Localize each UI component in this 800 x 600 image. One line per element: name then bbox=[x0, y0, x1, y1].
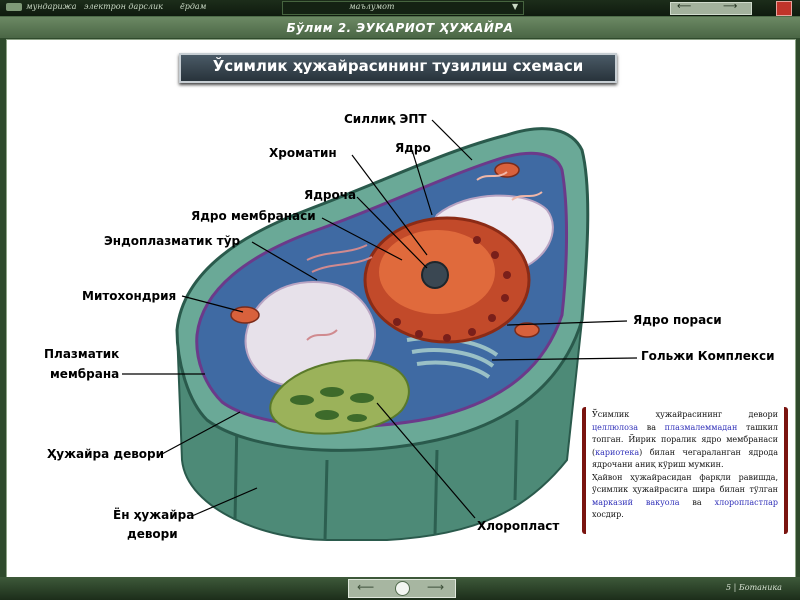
desc-text: ) билан чегараланган ядрода ядрочани ани… bbox=[592, 447, 778, 470]
label-plasma-membrane-2: мембрана bbox=[50, 367, 120, 381]
label-cell-wall: Ҳужайра девори bbox=[47, 447, 165, 461]
smooth-er bbox=[476, 171, 543, 201]
section-header: Бўлим 2. ЭУКАРИОТ ҲУЖАЙРА bbox=[0, 17, 800, 38]
label-endoplasmic-reticulum: Эндоплазматик тўр bbox=[104, 234, 241, 248]
nuclear-pores bbox=[393, 236, 511, 342]
home-icon[interactable] bbox=[395, 581, 410, 596]
arrow-right-icon[interactable]: ⟶ bbox=[427, 580, 445, 594]
desc-text: Ҳайвон ҳужайрасидан фарқли равишда, ўсим… bbox=[592, 472, 778, 495]
label-chromatin: Хроматин bbox=[269, 146, 337, 160]
arrow-left-icon[interactable]: ⟵ bbox=[357, 580, 375, 594]
desc-highlight: кариотека bbox=[595, 447, 640, 457]
label-mitochondria: Митохондрия bbox=[82, 289, 177, 303]
label-nuclear-pore: Ядро пораси bbox=[633, 313, 722, 327]
menu-e-textbook[interactable]: электрон дарслик bbox=[84, 2, 163, 11]
panel-title-box: Ўсимлик ҳужайрасининг тузилиш схемаси bbox=[179, 53, 617, 83]
chloroplast-grana bbox=[290, 387, 374, 422]
label-side-cell-wall-1: Ён ҳужайра bbox=[113, 508, 195, 522]
bottom-toolbar: ⟵ ⟶ 5 | Ботаника bbox=[0, 577, 800, 600]
bottom-nav: ⟵ ⟶ bbox=[348, 579, 456, 598]
top-toolbar: мундарижа электрон дарслик ёрдам маълумо… bbox=[0, 0, 800, 17]
label-golgi-complex: Гольжи Комплекси bbox=[641, 349, 775, 363]
label-chloroplast: Хлоропласт bbox=[477, 519, 560, 533]
app-logo-icon bbox=[6, 3, 22, 11]
description-box: Ўсимлик ҳужайрасининг девори целлюлоза в… bbox=[582, 407, 788, 534]
plant-cell-diagram bbox=[122, 119, 638, 541]
label-smooth-er: Силлиқ ЭПТ bbox=[344, 112, 427, 126]
content-panel: Ўсимлик ҳужайрасининг тузилиш схемаси bbox=[6, 39, 796, 578]
nucleolus bbox=[421, 261, 449, 289]
panel-title: Ўсимлик ҳужайрасининг тузилиш схемаси bbox=[212, 57, 584, 75]
info-label: маълумот bbox=[349, 2, 395, 11]
desc-highlight: плазмалеммадан bbox=[664, 422, 738, 432]
arrow-left-icon[interactable]: ⟵ bbox=[677, 1, 692, 12]
close-icon[interactable] bbox=[776, 1, 792, 16]
endoplasmic-reticulum bbox=[306, 244, 373, 341]
desc-highlight: хлоропластлар bbox=[714, 497, 779, 507]
info-slot: маълумот bbox=[282, 1, 524, 15]
desc-text: хосдир. bbox=[592, 510, 624, 519]
label-nucleus: Ядро bbox=[395, 141, 431, 155]
chevron-down-icon[interactable]: ▼ bbox=[512, 2, 519, 11]
label-side-cell-wall-2: девори bbox=[127, 527, 178, 541]
label-nuclear-membrane: Ядро мембранаси bbox=[191, 209, 316, 223]
desc-text: ва bbox=[646, 422, 656, 432]
section-title: Бўлим 2. ЭУКАРИОТ ҲУЖАЙРА bbox=[286, 21, 514, 35]
menu-help[interactable]: ёрдам bbox=[180, 2, 207, 11]
desc-text: ва bbox=[692, 497, 702, 507]
menu-contents[interactable]: мундарижа bbox=[26, 2, 77, 11]
mitochondrion bbox=[494, 162, 520, 178]
leader-lines bbox=[122, 119, 638, 519]
mitochondrion bbox=[514, 322, 540, 338]
chloroplast bbox=[269, 359, 410, 435]
desc-text: Ўсимлик ҳужайрасининг девори bbox=[592, 410, 778, 419]
label-plasma-membrane-1: Плазматик bbox=[44, 347, 120, 361]
brand-label: 5 | Ботаника bbox=[726, 583, 782, 592]
arrow-right-icon[interactable]: ⟶ bbox=[723, 1, 738, 12]
desc-text: ташкил топган. Йирик поралик ядро мембра… bbox=[592, 422, 778, 457]
label-nucleolus: Ядроча bbox=[304, 188, 357, 202]
desc-highlight: целлюлоза bbox=[592, 422, 639, 432]
page-nav: ⟵ ⟶ bbox=[670, 1, 752, 15]
desc-highlight: марказий вакуола bbox=[592, 497, 680, 507]
